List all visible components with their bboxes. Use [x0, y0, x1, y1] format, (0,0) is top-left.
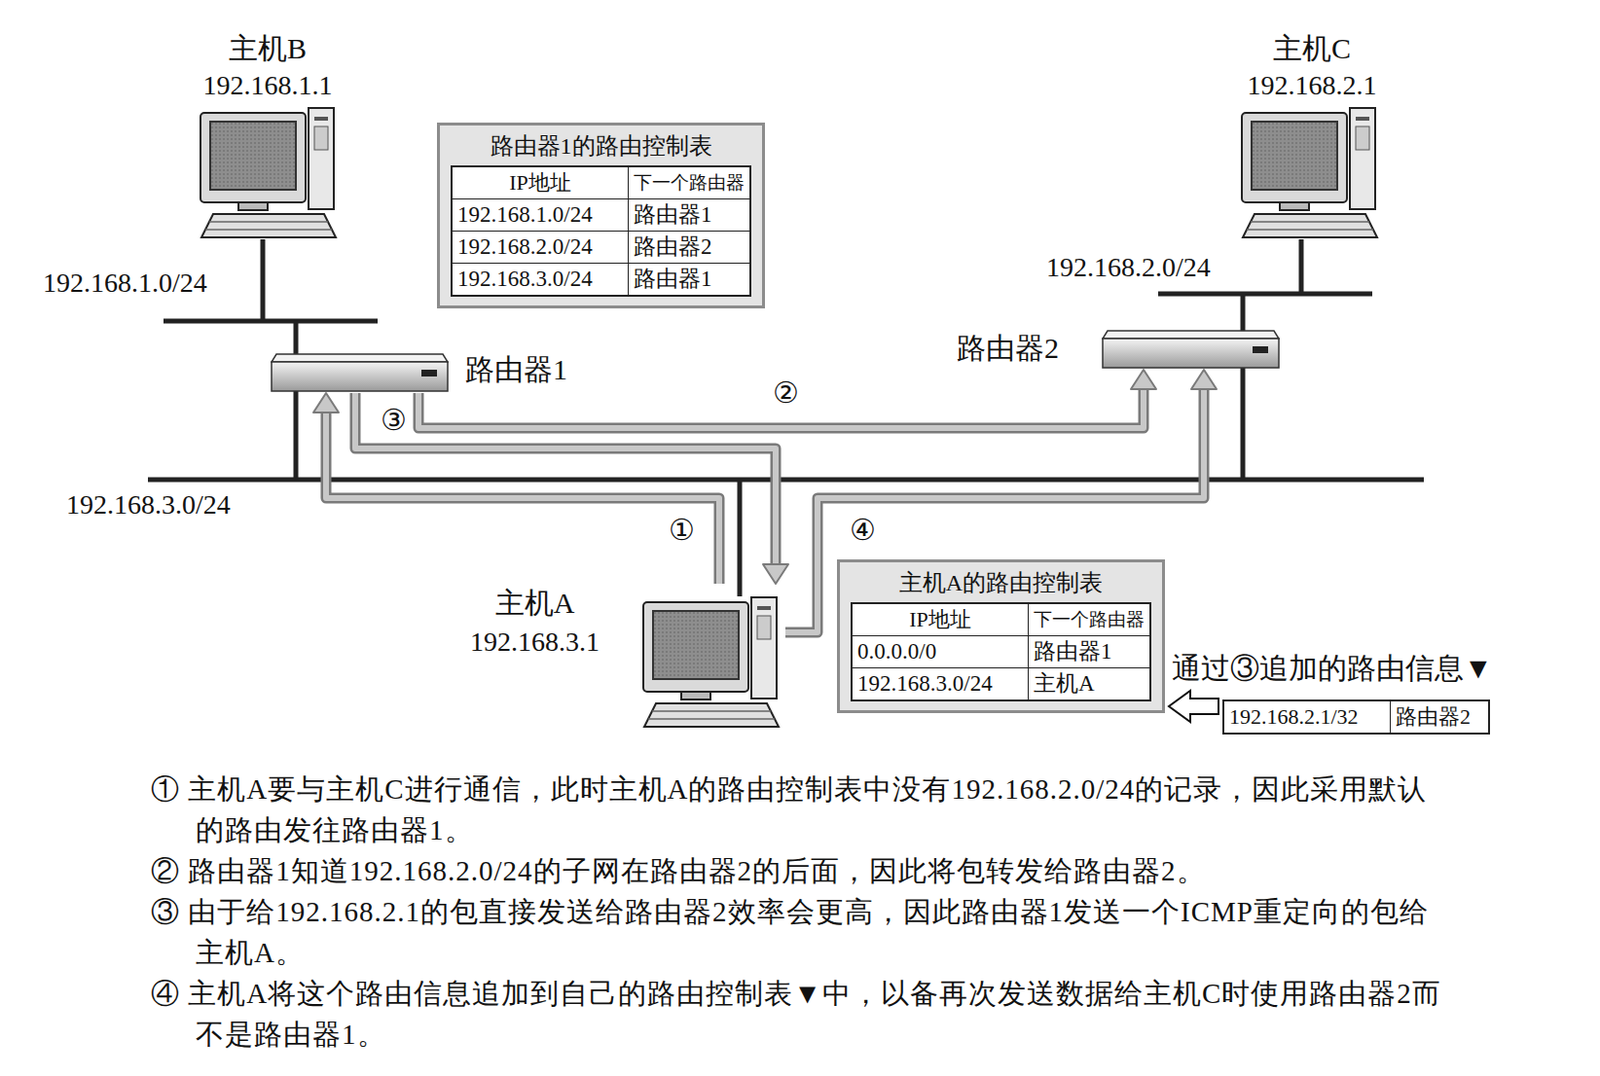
host-node: 主机B192.168.1.1 [175, 32, 361, 240]
column-header: 下一个路由器 [628, 166, 752, 200]
column-header: 下一个路由器 [1028, 603, 1152, 637]
node-name: 路由器1 [465, 353, 568, 387]
arrow-outline [355, 393, 776, 568]
network-wires [147, 239, 1424, 597]
table-row: 0.0.0.0/0路由器1 [851, 636, 1151, 669]
host-computer [200, 108, 336, 238]
table-cell: 0.0.0.0/0 [851, 636, 1029, 669]
caption-block: ① 主机A要与主机C进行通信，此时主机A的路由控制表中没有192.168.2.0… [150, 768, 1446, 1055]
node-name: 主机B [175, 32, 361, 66]
hollow-arrow [1168, 690, 1219, 723]
table-title: 路由器1的路由控制表 [450, 131, 752, 161]
callout-number: ② [772, 376, 800, 410]
routing-table: 路由器1的路由控制表IP地址下一个路由器192.168.1.0/24路由器119… [436, 122, 765, 309]
table-grid: IP地址下一个路由器192.168.1.0/24路由器1192.168.2.0/… [450, 165, 752, 297]
table-cell: 主机A [1028, 668, 1152, 702]
arrow-head [1191, 369, 1217, 390]
host-node: 主机A 192.168.3.1 [449, 583, 786, 730]
table-row: 192.168.3.0/24路由器1 [451, 263, 751, 297]
column-header: IP地址 [851, 603, 1029, 637]
host-computer [1241, 108, 1378, 238]
callout-number: ④ [849, 513, 876, 547]
table-cell: 192.168.2.0/24 [451, 231, 629, 264]
router-icon [1102, 330, 1279, 368]
step-note: ② 路由器1知道192.168.2.0/24的子网在路由器2的后面，因此将包转发… [150, 850, 1446, 892]
router-icon [271, 354, 448, 392]
callout-number: ① [668, 513, 695, 547]
column-header: IP地址 [451, 166, 629, 200]
table-row: IP地址下一个路由器 [451, 166, 751, 200]
table-cell: 路由器2 [1390, 700, 1491, 734]
arrow-head [763, 564, 789, 584]
connector [1168, 690, 1219, 723]
node-name: 主机A [449, 586, 620, 620]
node-name: 路由器2 [956, 331, 1059, 365]
router-node: 路由器2 [948, 326, 1281, 370]
table-grid: 192.168.2.1/32路由器2 [1222, 699, 1491, 735]
ip-address: 192.168.3.1 [449, 625, 620, 659]
table-row: 192.168.3.0/24主机A [851, 668, 1151, 702]
table-row: IP地址下一个路由器 [851, 603, 1151, 637]
arrow-head [1130, 369, 1157, 390]
step-note: ① 主机A要与主机C进行通信，此时主机A的路由控制表中没有192.168.2.0… [150, 768, 1446, 851]
table-cell: 路由器1 [628, 263, 752, 297]
ip-address: 192.168.1.1 [175, 69, 361, 103]
table-row: 192.168.2.1/32路由器2 [1223, 700, 1490, 734]
connector [313, 393, 720, 584]
ip-address: 192.168.2.1 [1221, 69, 1403, 103]
table-grid: IP地址下一个路由器0.0.0.0/0路由器1192.168.3.0/24主机A [850, 602, 1152, 702]
router-node: 路由器1 [270, 345, 592, 394]
table-cell: 路由器1 [1028, 636, 1152, 669]
network-address: 192.168.3.0/24 [66, 488, 231, 522]
connector [355, 393, 789, 584]
step-note: ④ 主机A将这个路由信息追加到自己的路由控制表▼中，以备再次发送数据给主机C时使… [150, 973, 1446, 1055]
network-address: 192.168.1.0/24 [42, 266, 208, 300]
table-title: 主机A的路由控制表 [850, 568, 1152, 598]
host-node: 主机C192.168.2.1 [1221, 32, 1403, 240]
callout-number: ③ [380, 403, 407, 437]
arrow-head [313, 393, 339, 413]
node-name: 主机C [1221, 32, 1403, 66]
table-cell: 192.168.3.0/24 [851, 668, 1029, 702]
table-cell: 192.168.3.0/24 [451, 263, 629, 297]
table-row: 192.168.1.0/24路由器1 [451, 199, 751, 232]
network-address: 192.168.2.0/24 [1046, 251, 1211, 285]
arrow-body [355, 393, 776, 568]
table-cell: 路由器2 [628, 231, 752, 264]
table-cell: 路由器1 [628, 199, 752, 232]
route-entry-box: 192.168.2.1/32路由器2 [1222, 699, 1491, 735]
table-cell: 192.168.1.0/24 [451, 199, 629, 232]
table-row: 192.168.2.0/24路由器2 [451, 231, 751, 264]
step-note: ③ 由于给192.168.2.1的包直接发送给路由器2效率会更高，因此路由器1发… [150, 891, 1446, 974]
routing-table: 主机A的路由控制表 IP地址下一个路由器0.0.0.0/0路由器1192.168.… [836, 559, 1165, 714]
host-computer [643, 597, 779, 728]
table-cell: 192.168.2.1/32 [1223, 700, 1391, 734]
callout-note: 通过③追加的路由信息▼ [1171, 652, 1493, 686]
